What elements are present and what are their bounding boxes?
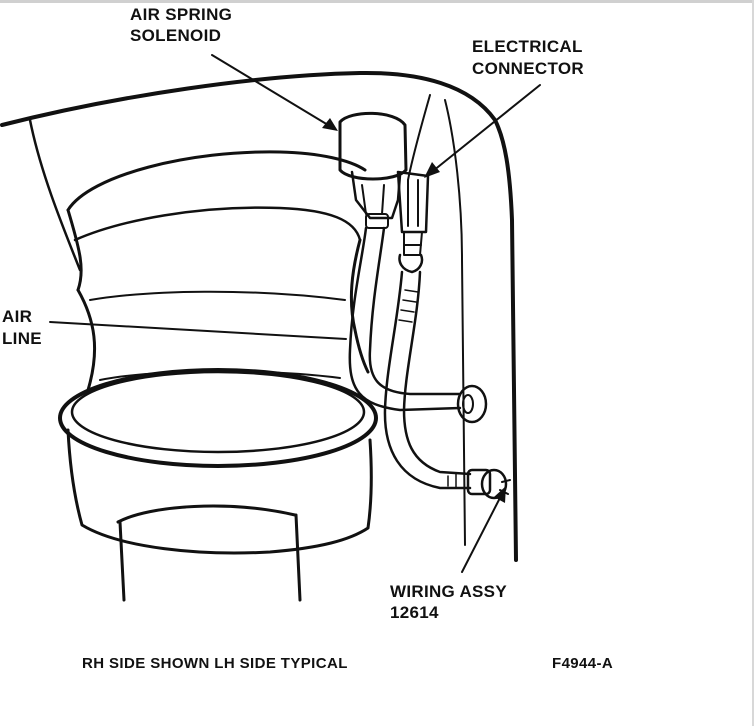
figure-id: F4944-A bbox=[552, 655, 613, 672]
air-spring-piston-rim bbox=[58, 368, 378, 555]
leader-lines bbox=[49, 54, 541, 573]
top-divider bbox=[0, 0, 754, 3]
label-wiring-assy-line1: WIRING ASSY bbox=[390, 582, 507, 601]
electrical-connector bbox=[396, 170, 430, 274]
label-electrical-connector-line1: ELECTRICAL bbox=[472, 37, 583, 56]
air-line-leader bbox=[49, 321, 347, 340]
connector-leader bbox=[427, 84, 541, 176]
label-air-spring-solenoid-line1: AIR SPRING bbox=[130, 5, 232, 24]
label-air-line-line1: AIR bbox=[2, 307, 32, 326]
label-air-spring-solenoid-line2: SOLENOID bbox=[130, 26, 221, 45]
label-air-line-line2: LINE bbox=[2, 329, 42, 348]
right-divider bbox=[752, 0, 754, 726]
shock-cylinder bbox=[116, 504, 302, 602]
air-line bbox=[348, 226, 488, 424]
air-spring-solenoid bbox=[338, 111, 408, 229]
fender-panel bbox=[0, 70, 518, 562]
solenoid-leader bbox=[211, 54, 334, 129]
air-spring-upper-bellows bbox=[66, 150, 370, 392]
wiring-leader bbox=[461, 491, 504, 573]
label-wiring-assy-line2: 12614 bbox=[390, 603, 439, 622]
wiring-harness bbox=[383, 270, 511, 500]
figure-caption: RH SIDE SHOWN LH SIDE TYPICAL bbox=[82, 655, 348, 672]
label-electrical-connector-line2: CONNECTOR bbox=[472, 59, 584, 78]
